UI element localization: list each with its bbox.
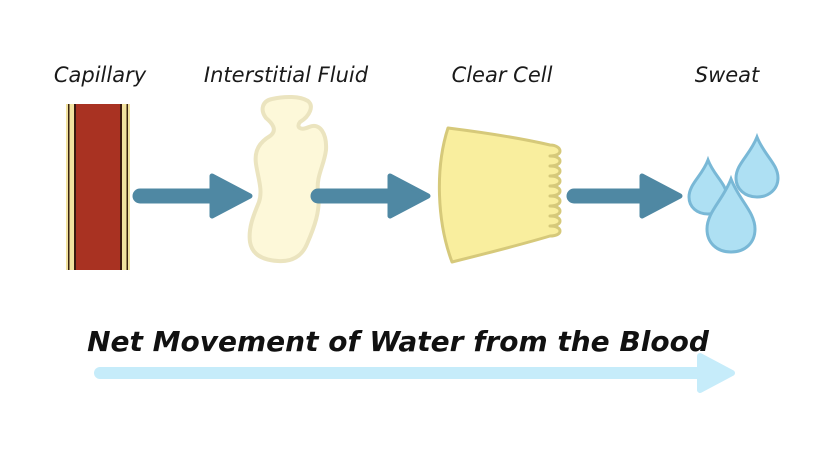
stage-label-sweat: Sweat [695, 63, 760, 87]
net-movement-caption: Net Movement of Water from the Blood [87, 325, 710, 358]
stage-label-clear-cell: Clear Cell [452, 63, 553, 87]
step-arrow-fluid-to-cell [310, 173, 431, 219]
stage-label-capillary: Capillary [54, 63, 147, 87]
stage-label-interstitial-fluid: Interstitial Fluid [204, 63, 369, 87]
sweat-drop [705, 174, 757, 254]
sweat-drop [734, 132, 780, 199]
clear-cell-icon [437, 126, 562, 264]
sweat-drops-icon [687, 132, 780, 254]
net-movement-arrow [94, 353, 735, 393]
capillary-icon [66, 104, 130, 270]
step-arrow-cell-to-sweat [566, 173, 683, 219]
interstitial-fluid-icon [247, 94, 329, 264]
step-arrow-capillary-to-fluid [132, 173, 253, 219]
